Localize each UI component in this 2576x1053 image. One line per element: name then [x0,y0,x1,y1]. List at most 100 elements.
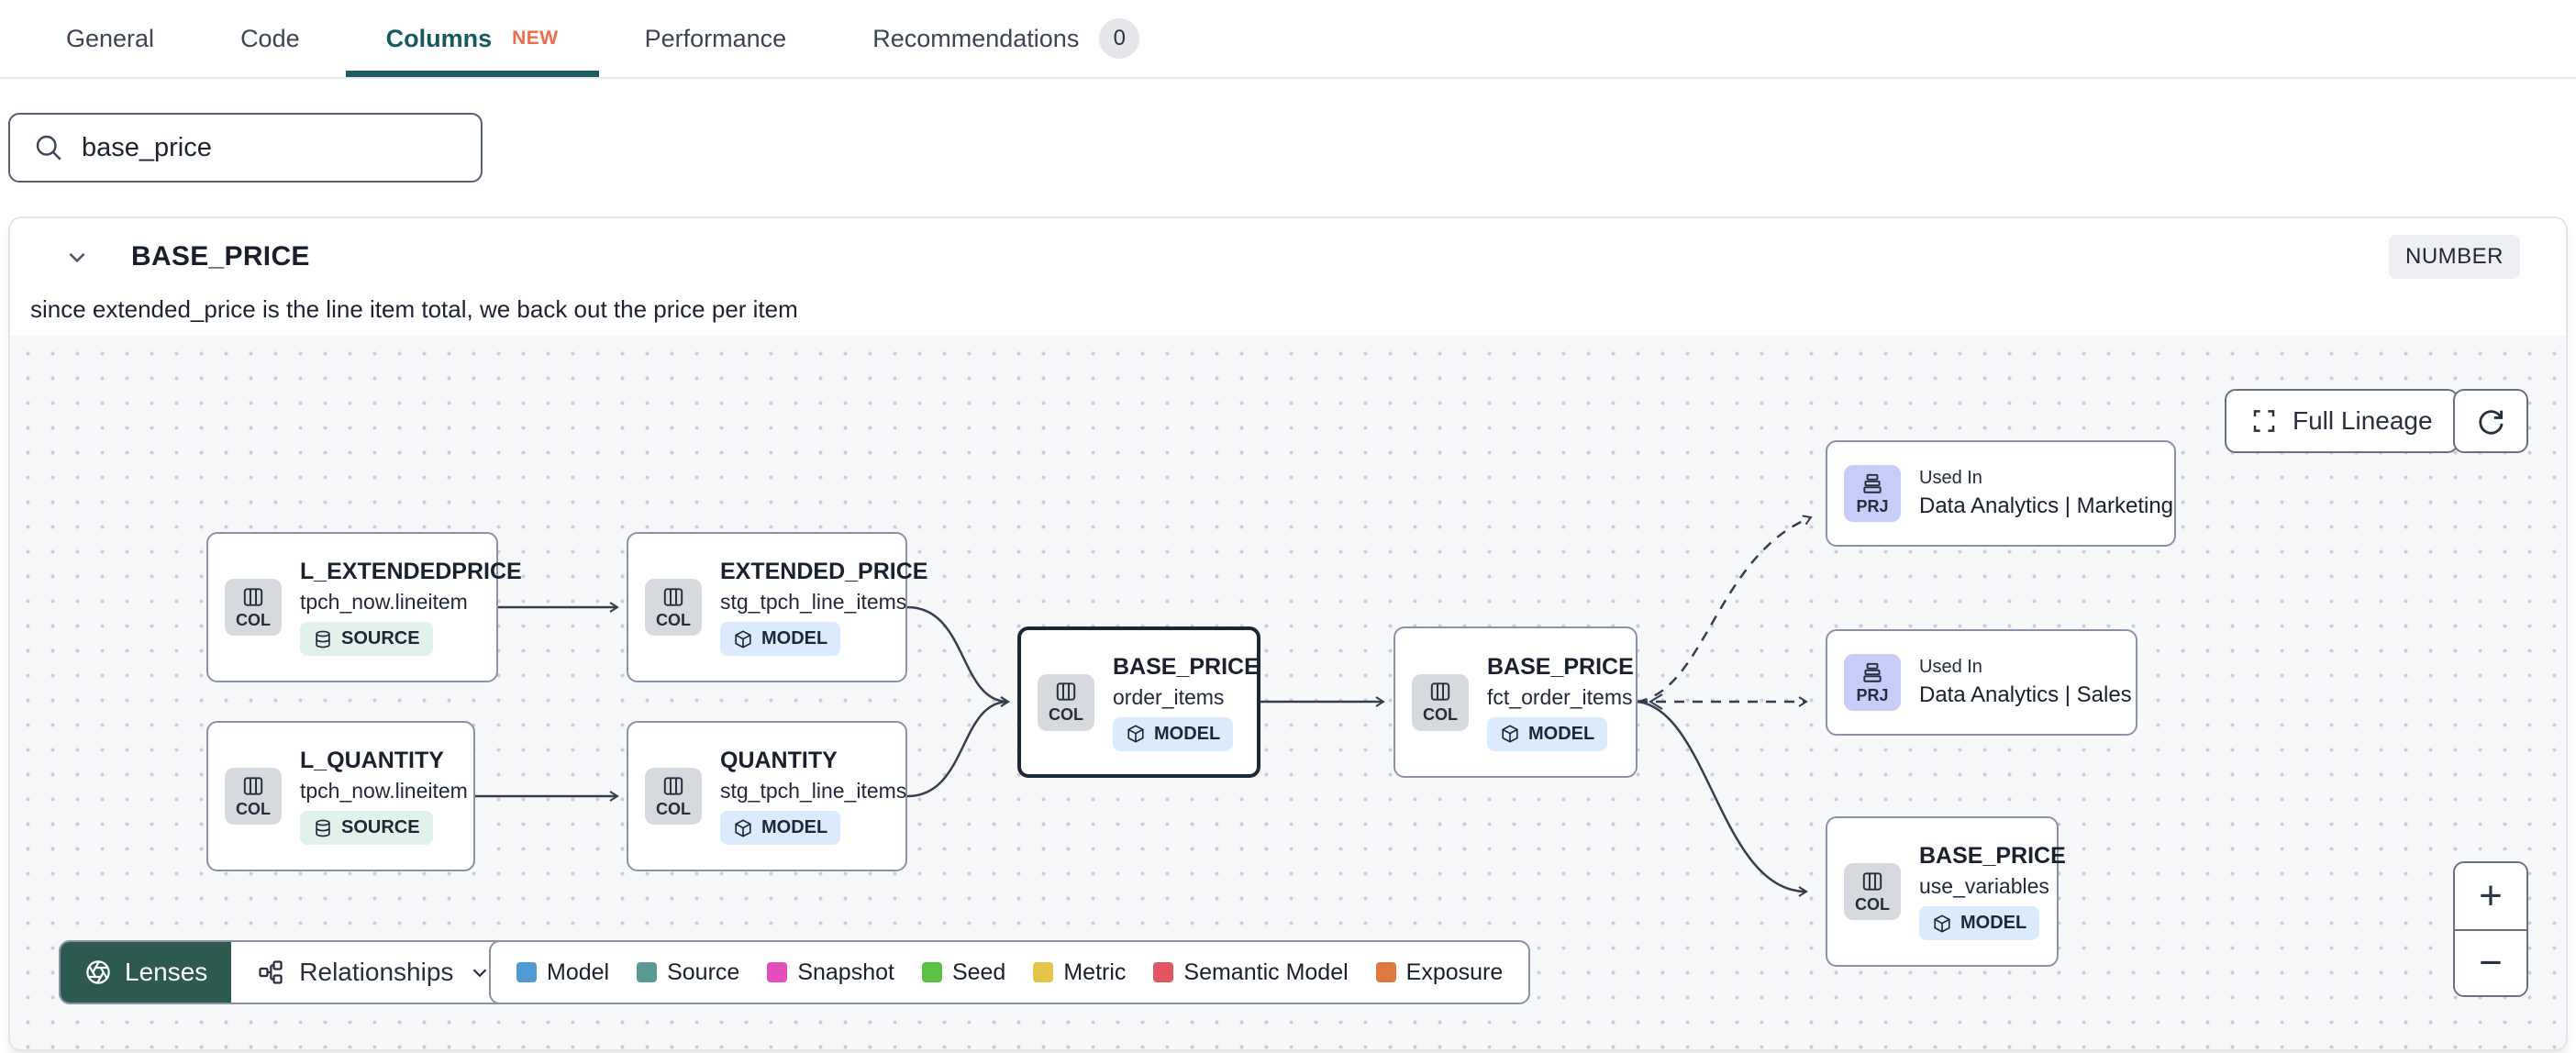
zoom-out-button[interactable]: − [2455,929,2526,995]
project-kind-badge: PRJ [1844,465,1901,522]
column-description: since extended_price is the line item to… [30,295,798,323]
node-subtitle: stg_tpch_line_items [720,590,907,614]
tab-recommendations[interactable]: Recommendations 0 [872,0,1140,77]
tab-performance[interactable]: Performance [645,0,787,77]
used-in-label: Used In [1919,468,1982,488]
resource-label: MODEL [1960,913,2027,933]
resource-badge-source: SOURCE [300,811,433,845]
columns-icon [663,587,683,606]
kind-label: COL [236,610,271,629]
node-subtitle: stg_tpch_line_items [720,779,907,803]
node-used-in-sales[interactable]: PRJ Used In Data Analytics | Sales [1826,629,2137,736]
search-input[interactable] [8,113,483,183]
cube-icon [735,629,751,648]
resource-badge-model: MODEL [720,622,841,656]
lenses-group: Lenses Relationships [59,940,520,1004]
project-stack-icon [1863,473,1882,493]
lenses-button[interactable]: Lenses [61,942,232,1003]
node-title: BASE_PRICE [1919,843,2066,869]
kind-label: COL [1049,705,1083,724]
node-used-in-marketing[interactable]: PRJ Used In Data Analytics | Marketing [1826,440,2176,547]
column-panel-header: BASE_PRICE NUMBER [10,218,2566,283]
column-panel: BASE_PRICE NUMBER since extended_price i… [8,216,2568,1051]
resource-label: MODEL [1528,723,1595,744]
aperture-icon [86,960,110,984]
resource-badge-source: SOURCE [300,622,433,656]
kind-label: COL [236,799,271,818]
column-kind-badge: COL [225,579,282,636]
node-base-price-order-items[interactable]: COL BASE_PRICE order_items MODEL [1017,626,1260,778]
legend-swatch [1375,962,1396,982]
project-kind-badge: PRJ [1844,654,1901,711]
node-base-price-fct-order-items[interactable]: COL BASE_PRICE fct_order_items MODEL [1393,626,1638,778]
tab-general[interactable]: General [66,0,154,77]
relationships-icon [259,960,283,984]
node-subtitle: fct_order_items [1487,684,1633,709]
legend-item-exposure: Exposure [1375,959,1503,986]
relationships-label: Relationships [299,958,454,986]
used-in-name: Data Analytics | Marketing [1919,493,2174,518]
used-in-name: Data Analytics | Sales [1919,682,2132,707]
tab-label: Recommendations [872,24,1080,52]
node-title: L_QUANTITY [300,748,444,773]
node-quantity[interactable]: COL QUANTITY stg_tpch_line_items MODEL [627,721,907,871]
legend-swatch [1153,962,1174,982]
resource-badge-model: MODEL [1113,716,1234,751]
node-l-extendedprice[interactable]: COL L_EXTENDEDPRICE tpch_now.lineitem SO… [206,532,522,682]
legend-item-seed: Seed [921,959,1005,986]
resource-legend: Model Source Snapshot Seed Metric Semant… [489,940,1531,1004]
node-l-quantity[interactable]: COL L_QUANTITY tpch_now.lineitem SOURCE [206,721,475,871]
kind-label: COL [1855,894,1890,914]
column-kind-badge: COL [1844,863,1901,920]
legend-item-metric: Metric [1033,959,1126,986]
column-search [8,113,483,183]
node-extended-price[interactable]: COL EXTENDED_PRICE stg_tpch_line_items M… [627,532,927,682]
legend-swatch [637,962,658,982]
lineage-edges [475,515,1813,897]
columns-icon [243,587,263,606]
node-title: BASE_PRICE [1113,653,1260,680]
tab-bar: General Code Columns NEW Performance Rec… [0,0,2576,79]
lineage-canvas[interactable]: COL L_EXTENDEDPRICE tpch_now.lineitem SO… [10,336,2566,1049]
node-base-price-use-variables[interactable]: COL BASE_PRICE use_variables MODEL [1826,816,2066,967]
resource-label: MODEL [761,628,828,648]
node-subtitle: order_items [1113,684,1225,709]
node-title: L_EXTENDEDPRICE [300,559,522,584]
resource-label: SOURCE [341,817,420,837]
columns-icon [663,776,683,795]
full-lineage-button[interactable]: Full Lineage [2225,389,2459,453]
column-type-badge: NUMBER [2388,235,2520,279]
legend-item-snapshot: Snapshot [767,959,894,986]
collapse-chevron-icon[interactable] [63,243,91,271]
project-stack-icon [1863,662,1882,682]
full-lineage-label: Full Lineage [2293,406,2433,435]
recommendations-count-badge: 0 [1099,18,1140,59]
cube-icon [1934,914,1950,933]
kind-label: COL [1423,705,1458,724]
expand-icon [2253,410,2275,432]
column-kind-badge: COL [645,768,702,825]
refresh-button[interactable] [2453,389,2528,453]
column-kind-badge: COL [645,579,702,636]
tab-label: Columns [385,24,493,52]
kind-label: COL [656,610,691,629]
legend-swatch [921,962,942,982]
tab-label: Performance [644,24,787,52]
resource-badge-model: MODEL [1487,716,1608,751]
node-title: BASE_PRICE [1487,653,1634,680]
tab-code[interactable]: Code [240,0,300,77]
legend-swatch [516,962,537,982]
legend-item-model: Model [516,959,609,986]
legend-swatch [767,962,788,982]
columns-icon [1862,871,1882,891]
zoom-in-button[interactable]: + [2455,863,2526,929]
tab-columns[interactable]: Columns NEW [345,0,599,77]
cube-icon [1502,725,1518,743]
legend-swatch [1033,962,1054,982]
column-kind-badge: COL [225,768,282,825]
relationships-dropdown[interactable]: Relationships [231,942,518,1003]
database-icon [316,819,330,837]
legend-item-semantic-model: Semantic Model [1153,959,1349,986]
resource-badge-model: MODEL [720,811,841,845]
column-name: BASE_PRICE [131,241,310,272]
